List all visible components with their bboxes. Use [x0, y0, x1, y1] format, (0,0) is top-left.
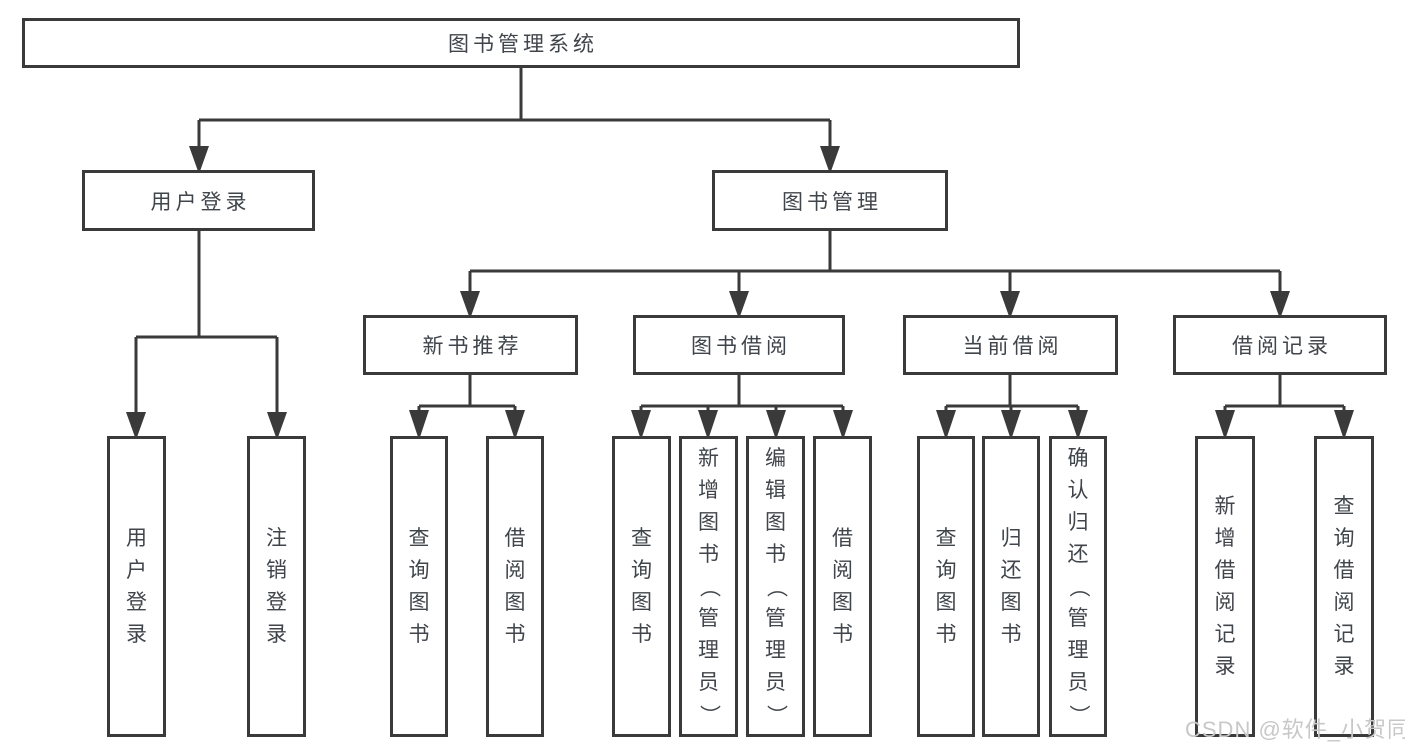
leaf-nb-borrow-books: 借阅图书 — [486, 436, 544, 737]
leaf-nb-query-books-label: 查询图书 — [408, 526, 430, 646]
leaf-bb-borrow-books-label: 借阅图书 — [832, 526, 853, 646]
arrowhead — [460, 291, 480, 319]
arrowhead — [189, 146, 209, 174]
node-root: 图书管理系统 — [22, 18, 1020, 68]
node-new-book-recommend-label: 新书推荐 — [422, 335, 523, 358]
leaf-cb-return-books: 归还图书 — [982, 436, 1040, 737]
node-book-management-label: 图书管理 — [782, 190, 882, 214]
leaf-bb-add-books-admin: 新增图书（管理员） — [679, 436, 738, 737]
arrowhead — [729, 291, 749, 319]
arrowhead — [936, 410, 956, 440]
leaf-br-add-record: 新增借阅记录 — [1195, 436, 1255, 737]
arrowhead — [267, 412, 287, 440]
leaf-nb-query-books: 查询图书 — [390, 436, 448, 737]
arrowhead — [1001, 410, 1021, 440]
arrowhead — [820, 146, 840, 174]
arrowhead — [1000, 291, 1020, 319]
leaf-bb-borrow-books: 借阅图书 — [813, 436, 872, 737]
leaf-user-login: 用户登录 — [107, 436, 166, 737]
node-user-login: 用户登录 — [82, 170, 315, 231]
leaf-br-query-record-label: 查询借阅记录 — [1333, 494, 1355, 678]
leaf-cb-return-books-label: 归还图书 — [1000, 526, 1022, 646]
arrowhead — [766, 410, 786, 440]
arrowhead — [409, 410, 429, 440]
leaf-logout: 注销登录 — [247, 436, 306, 737]
leaf-bb-query-books-label: 查询图书 — [631, 526, 652, 646]
node-book-borrowing-label: 图书借阅 — [691, 335, 791, 358]
leaf-bb-edit-books-admin: 编辑图书（管理员） — [746, 436, 805, 737]
arrowhead — [505, 410, 525, 440]
node-borrow-records: 借阅记录 — [1173, 315, 1387, 375]
node-current-borrowing: 当前借阅 — [903, 315, 1118, 375]
leaf-br-add-record-label: 新增借阅记录 — [1214, 494, 1236, 678]
watermark-text: CSDN @软件_小贺同学 — [1185, 717, 1405, 742]
arrowhead — [1068, 410, 1088, 440]
leaf-bb-add-books-admin-label: 新增图书（管理员） — [697, 446, 721, 726]
arrowhead — [1215, 410, 1235, 440]
leaf-br-query-record: 查询借阅记录 — [1314, 436, 1374, 737]
leaf-user-login-label: 用户登录 — [126, 526, 147, 646]
leaf-logout-label: 注销登录 — [266, 526, 287, 646]
node-borrow-records-label: 借阅记录 — [1232, 335, 1332, 358]
leaf-bb-edit-books-admin-label: 编辑图书（管理员） — [764, 446, 788, 726]
node-book-borrowing: 图书借阅 — [633, 315, 845, 375]
leaf-bb-query-books: 查询图书 — [612, 436, 671, 737]
arrowhead — [1270, 291, 1290, 319]
leaf-cb-query-books: 查询图书 — [917, 436, 975, 737]
arrowhead — [631, 410, 651, 440]
node-new-book-recommend: 新书推荐 — [363, 315, 578, 375]
arrowhead — [698, 410, 718, 440]
arrowhead — [126, 412, 146, 440]
node-current-borrowing-label: 当前借阅 — [962, 335, 1063, 358]
node-root-label: 图书管理系统 — [448, 33, 598, 56]
leaf-cb-query-books-label: 查询图书 — [935, 526, 957, 646]
node-user-login-label: 用户登录 — [150, 190, 251, 214]
arrowhead — [1334, 410, 1354, 440]
leaf-cb-confirm-return-admin: 确认归还（管理员） — [1049, 436, 1107, 737]
node-book-management: 图书管理 — [712, 170, 948, 231]
leaf-cb-confirm-return-admin-label: 确认归还（管理员） — [1067, 446, 1090, 726]
leaf-nb-borrow-books-label: 借阅图书 — [504, 526, 526, 646]
arrowhead — [833, 410, 853, 440]
